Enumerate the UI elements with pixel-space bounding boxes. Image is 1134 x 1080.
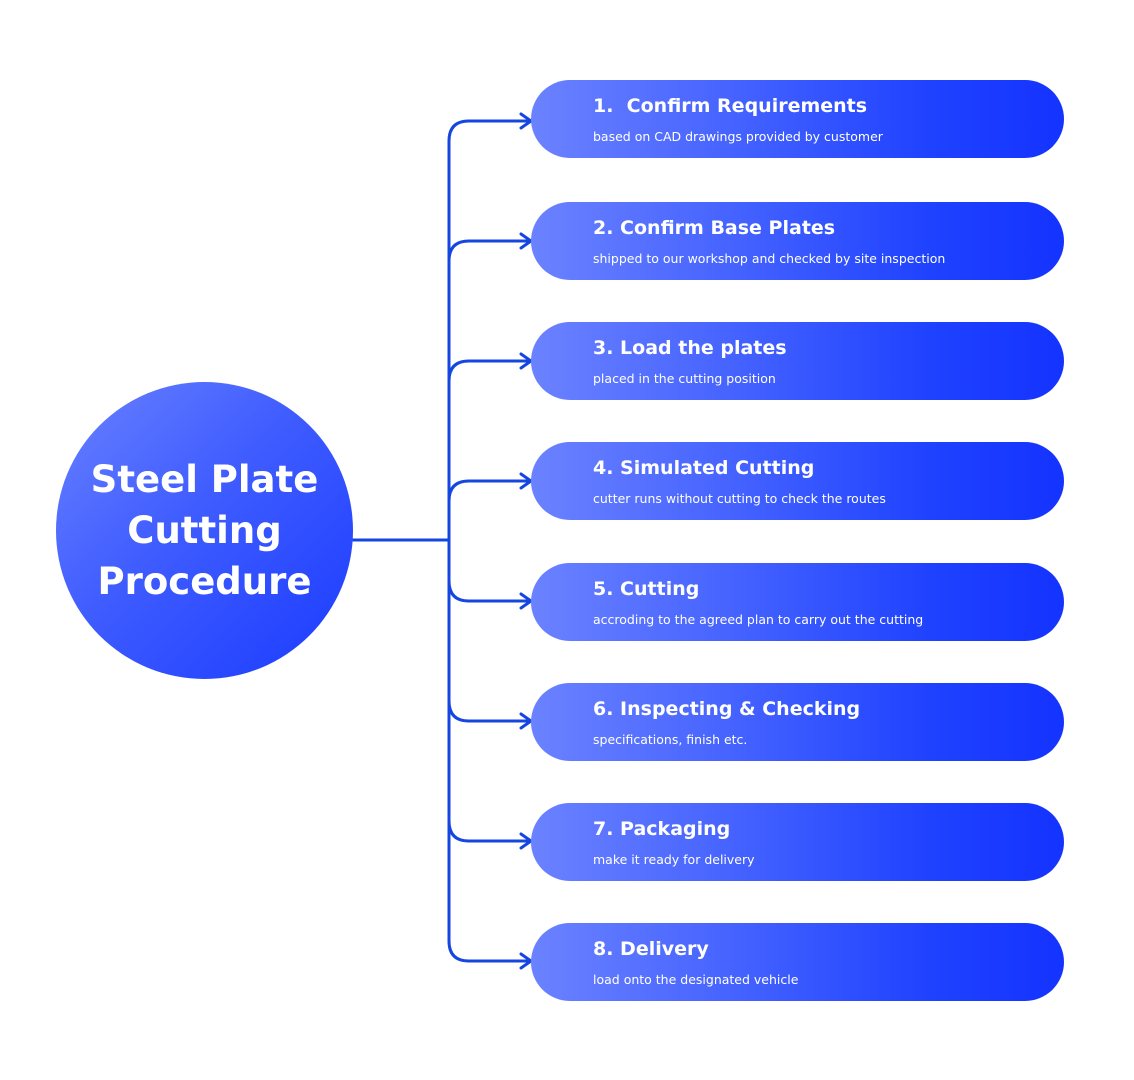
step-node-8: 8. Delivery load onto the designated veh… [531,923,1064,1001]
step-description: placed in the cutting position [593,371,776,386]
step-description: shipped to our workshop and checked by s… [593,251,946,266]
connector-branch-3 [447,359,533,383]
connector-branch-2 [447,239,533,263]
step-title: 1. Confirm Requirements [593,95,868,117]
step-description: load onto the designated vehicle [593,972,799,987]
step-title: 2. Confirm Base Plates [593,217,836,239]
step-title: 3. Load the plates [593,337,787,359]
step-description: accroding to the agreed plan to carry ou… [593,612,924,627]
step-node-3: 3. Load the plates placed in the cutting… [531,322,1064,400]
connector-branch-6 [447,699,533,723]
step-node-1: 1. Confirm Requirements based on CAD dra… [531,80,1064,158]
step-title: 4. Simulated Cutting [593,457,815,479]
central-hub-circle: Steel Plate Cutting Procedure [56,382,353,679]
step-node-5: 5. Cutting accroding to the agreed plan … [531,563,1064,641]
step-title: 5. Cutting [593,578,700,600]
step-description: specifications, finish etc. [593,732,748,747]
step-node-6: 6. Inspecting & Checking specifications,… [531,683,1064,761]
step-node-2: 2. Confirm Base Plates shipped to our wo… [531,202,1064,280]
step-description: cutter runs without cutting to check the… [593,491,886,506]
step-node-4: 4. Simulated Cutting cutter runs without… [531,442,1064,520]
step-title: 6. Inspecting & Checking [593,698,861,720]
step-title: 8. Delivery [593,938,709,960]
step-description: based on CAD drawings provided by custom… [593,129,883,144]
step-description: make it ready for delivery [593,852,755,867]
connector-branch-5 [447,579,533,603]
connector-branch-7 [447,819,533,843]
connector-branch-4 [447,479,533,503]
step-title: 7. Packaging [593,818,731,840]
connector-spine [447,119,533,963]
hub-title: Steel Plate Cutting Procedure [90,458,319,603]
step-node-7: 7. Packaging make it ready for delivery [531,803,1064,881]
